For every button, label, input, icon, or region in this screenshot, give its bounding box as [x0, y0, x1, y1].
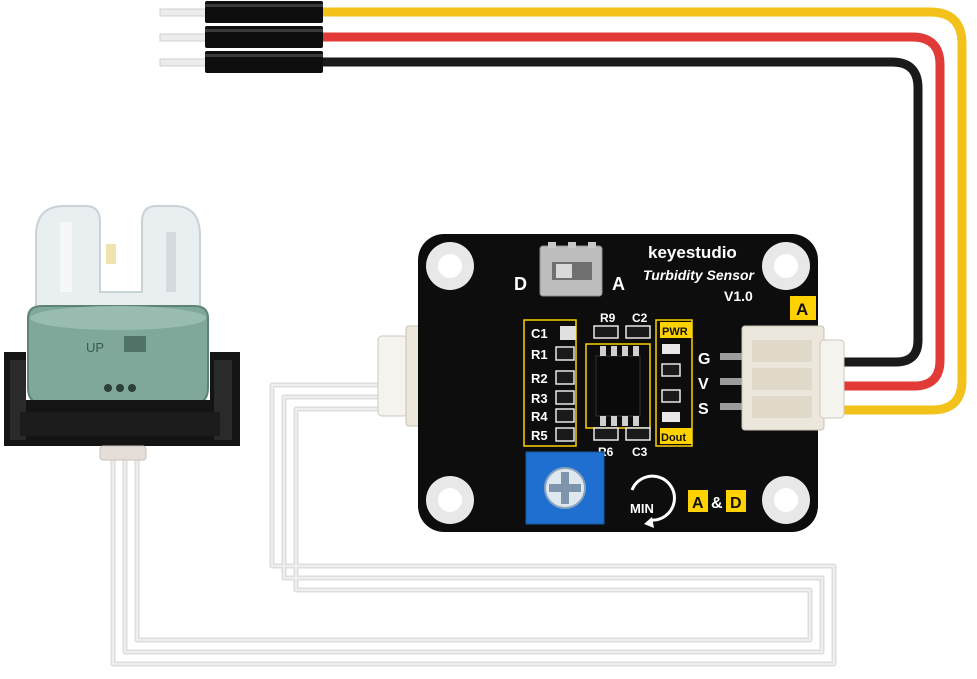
switch-label-d: D [514, 274, 527, 294]
probe-marking: UP [86, 340, 104, 355]
product-label: Turbidity Sensor [643, 267, 756, 283]
ad-badge-a [688, 490, 708, 512]
turbidity-probe: UP [4, 205, 240, 461]
pwr-label-box [660, 322, 692, 338]
pin-s-label: S [698, 401, 709, 418]
ad-label-amp: & [711, 495, 723, 512]
r9-label: R9 [600, 311, 616, 325]
right-connector [720, 325, 845, 431]
mounting-hole-bottom-right [762, 476, 810, 524]
r1-label: R1 [531, 347, 548, 362]
r3-label: R3 [531, 391, 548, 406]
header-pin-2 [159, 33, 209, 42]
version-label: V1.0 [724, 288, 753, 304]
op-amp-chip [585, 343, 651, 429]
min-label: MIN [630, 501, 654, 516]
probe-cable-gland [99, 445, 147, 461]
pin-v-label: V [698, 376, 709, 393]
corner-tag [790, 296, 816, 320]
potentiometer [525, 451, 605, 525]
mounting-hole-top-left [426, 242, 474, 290]
jumper-cable [159, 1, 967, 415]
r2-label: R2 [531, 371, 548, 386]
probe-clear-cap [35, 205, 201, 319]
pwr-label: PWR [662, 326, 688, 338]
ad-label-a: A [692, 495, 704, 512]
c2-label: C2 [632, 311, 648, 325]
brand-label: keyestudio [648, 243, 737, 262]
ad-badge-d [726, 490, 746, 512]
ad-label-d: D [730, 495, 742, 512]
yellow-wire [320, 7, 967, 415]
sensor-board: D A keyestudio Turbidity Sensor V1.0 A C… [418, 234, 818, 532]
min-rotation-marker [630, 474, 676, 528]
mounting-hole-bottom-left [426, 476, 474, 524]
r5-label: R5 [531, 428, 548, 443]
da-slide-switch [539, 242, 603, 297]
dout-label-box [660, 428, 692, 444]
dout-label: Dout [661, 432, 686, 444]
switch-label-a: A [612, 274, 625, 294]
c1-label: C1 [531, 326, 548, 341]
header-pin-3 [159, 58, 209, 67]
black-wire [320, 57, 923, 367]
red-wire [320, 32, 945, 391]
mounting-hole-top-right [762, 242, 810, 290]
c3-label: C3 [632, 445, 648, 459]
header-pin-1 [159, 8, 209, 17]
pin-g-label: G [698, 351, 710, 368]
corner-tag-label: A [796, 300, 808, 319]
r4-label: R4 [531, 409, 548, 424]
